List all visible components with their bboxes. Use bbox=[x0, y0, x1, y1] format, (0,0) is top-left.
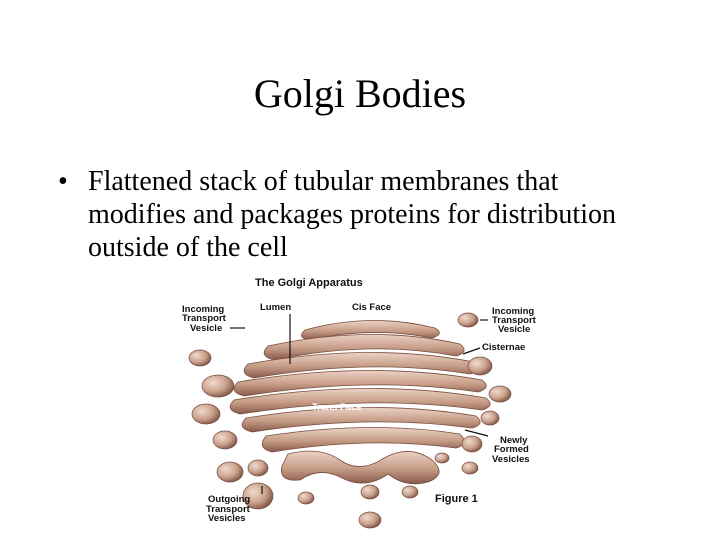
vesicle bbox=[242, 482, 274, 510]
vesicle bbox=[358, 511, 382, 529]
vesicle bbox=[188, 349, 212, 367]
label-newly-2: Formed bbox=[494, 444, 529, 455]
cisternae-stack bbox=[229, 320, 491, 485]
cisterna-3 bbox=[243, 352, 479, 379]
vesicle bbox=[457, 312, 479, 328]
label-incoming-left-1: Incoming bbox=[182, 304, 224, 315]
bullet-text: Flattened stack of tubular membranes tha… bbox=[88, 166, 616, 263]
label-outgoing-1: Outgoing bbox=[208, 494, 250, 505]
vesicle bbox=[461, 435, 483, 453]
vesicle bbox=[191, 403, 221, 425]
label-incoming-left-3: Vesicle bbox=[190, 323, 222, 334]
trans-tubules bbox=[281, 450, 440, 485]
vesicle bbox=[461, 461, 479, 475]
vesicle bbox=[212, 430, 238, 450]
slide-title: Golgi Bodies bbox=[253, 71, 467, 116]
vesicle bbox=[401, 485, 419, 499]
pointer-lines bbox=[230, 314, 489, 494]
label-newly-1: Newly bbox=[500, 435, 528, 446]
label-cis-face: Cis Face bbox=[352, 302, 391, 313]
vesicle bbox=[360, 484, 380, 500]
label-incoming-left-2: Transport bbox=[182, 313, 227, 324]
cisterna-6 bbox=[241, 407, 481, 433]
vesicle bbox=[216, 461, 244, 483]
vesicle bbox=[488, 385, 512, 403]
vesicle bbox=[480, 410, 500, 426]
vesicle bbox=[467, 356, 493, 376]
label-figure: Figure 1 bbox=[435, 493, 478, 505]
vesicle bbox=[201, 374, 235, 398]
label-incoming-right-1: Incoming bbox=[492, 306, 534, 317]
vesicles bbox=[188, 312, 512, 529]
cisterna-5 bbox=[229, 388, 491, 415]
label-outgoing-2: Transport bbox=[206, 504, 251, 515]
label-incoming-right-3: Vesicle bbox=[498, 324, 530, 335]
label-incoming-right-2: Transport bbox=[492, 315, 537, 326]
vesicle bbox=[247, 459, 269, 477]
label-lumen: Lumen bbox=[260, 302, 291, 313]
bullet-dot-icon: • bbox=[58, 166, 68, 197]
diagram-labels: Incoming Transport Vesicle Lumen Cis Fac… bbox=[182, 302, 537, 524]
label-newly-3: Vesicles bbox=[492, 454, 530, 465]
label-trans-face: Trans Face bbox=[312, 402, 362, 413]
diagram-title: The Golgi Apparatus bbox=[255, 277, 363, 289]
golgi-diagram: The Golgi Apparatus bbox=[182, 277, 537, 529]
label-outgoing-3: Vesicles bbox=[208, 513, 246, 524]
cisterna-7 bbox=[261, 427, 465, 453]
label-cisternae: Cisternae bbox=[482, 342, 525, 353]
vesicle bbox=[434, 452, 450, 464]
vesicle bbox=[297, 491, 315, 505]
cisterna-4 bbox=[233, 370, 487, 397]
